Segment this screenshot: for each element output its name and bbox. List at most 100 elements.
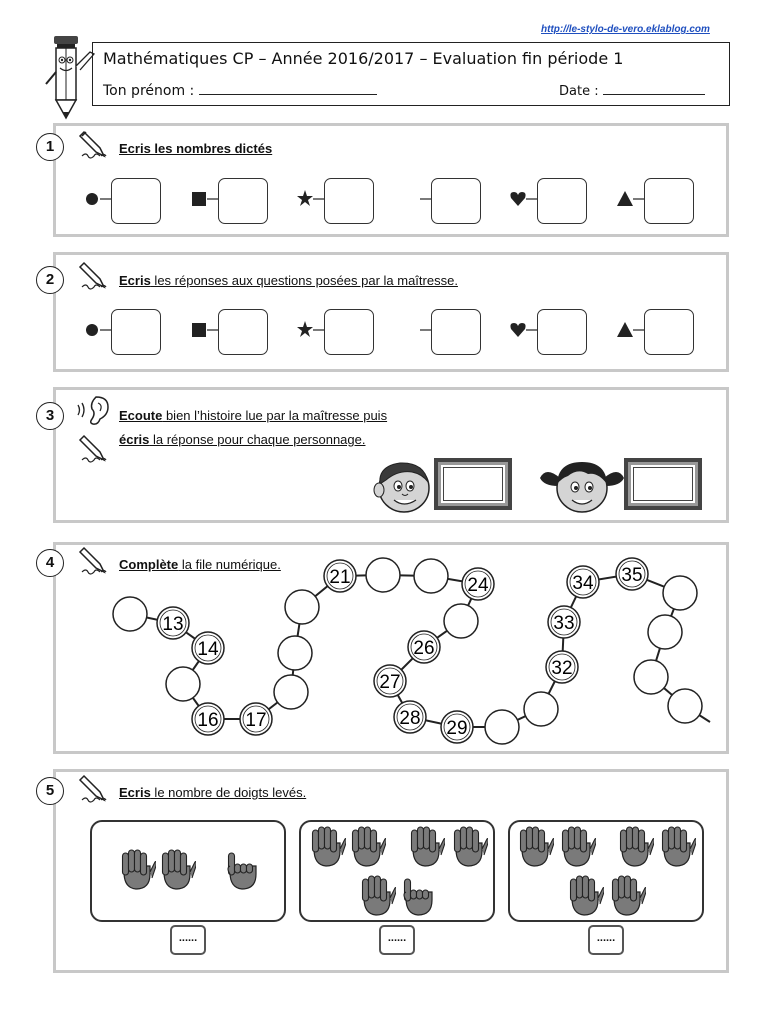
- number-blank[interactable]: [365, 557, 401, 593]
- hand-icon: [611, 875, 646, 916]
- number-label: 28: [399, 708, 420, 729]
- instruction-4: Complète la file numérique.: [119, 557, 281, 572]
- number-blank[interactable]: [662, 575, 698, 611]
- number-bubble: 35: [615, 557, 649, 591]
- instruction-bold: Ecris les nombres dictés: [119, 141, 273, 156]
- number-label: 16: [197, 710, 218, 731]
- number-blank[interactable]: [112, 596, 148, 632]
- number-blank[interactable]: [667, 688, 703, 724]
- number-blank[interactable]: [484, 709, 520, 745]
- answer-box[interactable]: [217, 178, 268, 224]
- number-blank[interactable]: [633, 659, 669, 695]
- instruction-bold: Ecris: [119, 785, 151, 800]
- answer-box[interactable]: [111, 178, 161, 224]
- finger-answer-3[interactable]: ......: [588, 925, 624, 955]
- answer-box[interactable]: [537, 309, 587, 355]
- hand-icon: [569, 875, 604, 916]
- finger-answer-1[interactable]: ......: [170, 925, 206, 955]
- star-symbol-icon: [297, 190, 324, 206]
- pencil-icon: [78, 130, 107, 159]
- answer-box[interactable]: [537, 178, 587, 224]
- instruction-3b: écris la réponse pour chaque personnage.: [119, 432, 365, 447]
- hand-icon: [227, 852, 257, 890]
- number-label: 35: [621, 565, 642, 586]
- number-blank[interactable]: [413, 558, 449, 594]
- number-bubble: 34: [566, 565, 600, 599]
- name-field[interactable]: Ton prénom :: [103, 83, 377, 99]
- number-label: 32: [551, 658, 572, 679]
- instruction-2: Ecris les réponses aux questions posées …: [119, 273, 458, 288]
- number-blank[interactable]: [165, 666, 201, 702]
- finger-answer-2[interactable]: ......: [379, 925, 415, 955]
- instruction-bold: Complète: [119, 557, 179, 572]
- section-number: 2: [36, 266, 64, 294]
- instruction-text: les réponses aux questions posées par la…: [150, 273, 458, 288]
- number-label: 34: [572, 573, 594, 594]
- instruction-text: la réponse pour chaque personnage.: [149, 432, 366, 447]
- answer-box[interactable]: [217, 309, 268, 355]
- number-blank[interactable]: [647, 614, 683, 650]
- number-bubble: 32: [545, 650, 579, 684]
- number-blank[interactable]: [443, 603, 479, 639]
- number-label: 17: [245, 710, 266, 731]
- number-blank[interactable]: [277, 635, 313, 671]
- instruction-1: Ecris les nombres dictés: [119, 141, 272, 156]
- hand-icon: [121, 849, 156, 890]
- number-label: 27: [379, 672, 400, 693]
- heart-symbol-icon: [510, 192, 537, 206]
- heart-symbol-icon: [510, 323, 537, 337]
- answer-frame-boy[interactable]: [434, 458, 512, 510]
- hand-icon: [161, 849, 196, 890]
- circle-symbol-icon: [86, 324, 111, 336]
- square-symbol-icon: [191, 192, 218, 206]
- number-bubble: 33: [547, 605, 581, 639]
- pencil-mascot: [45, 36, 96, 120]
- number-bubble: 24: [461, 567, 495, 601]
- answer-box[interactable]: [643, 309, 694, 355]
- header-box: Mathématiques CP – Année 2016/2017 – Eva…: [92, 42, 730, 106]
- hand-icon: [619, 826, 654, 867]
- section-number: 3: [36, 402, 64, 430]
- pencil-icon: [78, 774, 107, 803]
- answer-box[interactable]: [324, 309, 374, 355]
- hand-icon: [410, 826, 445, 867]
- number-bubble: 21: [323, 559, 357, 593]
- section-1: [53, 123, 729, 237]
- answer-box[interactable]: [430, 178, 481, 224]
- site-url[interactable]: http://le-stylo-de-vero.eklablog.com: [541, 24, 710, 35]
- number-label: 14: [197, 639, 219, 660]
- number-bubble: 29: [440, 710, 474, 744]
- section-number: 1: [36, 133, 64, 161]
- hand-icon: [561, 826, 596, 867]
- triangle-symbol-icon: [616, 322, 644, 337]
- answer-box[interactable]: [111, 309, 161, 355]
- date-field[interactable]: Date :: [559, 84, 705, 99]
- hand-icon: [519, 826, 554, 867]
- answer-box[interactable]: [643, 178, 694, 224]
- moon-symbol-icon: [409, 191, 431, 207]
- number-bubble: 28: [393, 700, 427, 734]
- section-number: 5: [36, 777, 64, 805]
- hand-icon: [351, 826, 386, 867]
- instruction-text: la file numérique.: [178, 557, 281, 572]
- number-label: 26: [413, 638, 434, 659]
- number-bubble: 27: [373, 664, 407, 698]
- hand-icon: [453, 826, 488, 867]
- circle-symbol-icon: [86, 193, 111, 205]
- number-blank[interactable]: [273, 674, 309, 710]
- section-2: [53, 252, 729, 372]
- name-label: Ton prénom :: [103, 83, 199, 99]
- number-label: 13: [162, 614, 183, 635]
- pencil-icon: [78, 261, 107, 290]
- number-blank[interactable]: [523, 691, 559, 727]
- hand-icon: [361, 875, 396, 916]
- number-label: 33: [553, 613, 574, 634]
- answer-frame-girl[interactable]: [624, 458, 702, 510]
- pencil-icon: [78, 434, 107, 463]
- answer-box[interactable]: [324, 178, 374, 224]
- number-blank[interactable]: [284, 589, 320, 625]
- answer-box[interactable]: [430, 309, 481, 355]
- number-bubble: 26: [407, 630, 441, 664]
- date-label: Date :: [559, 84, 603, 99]
